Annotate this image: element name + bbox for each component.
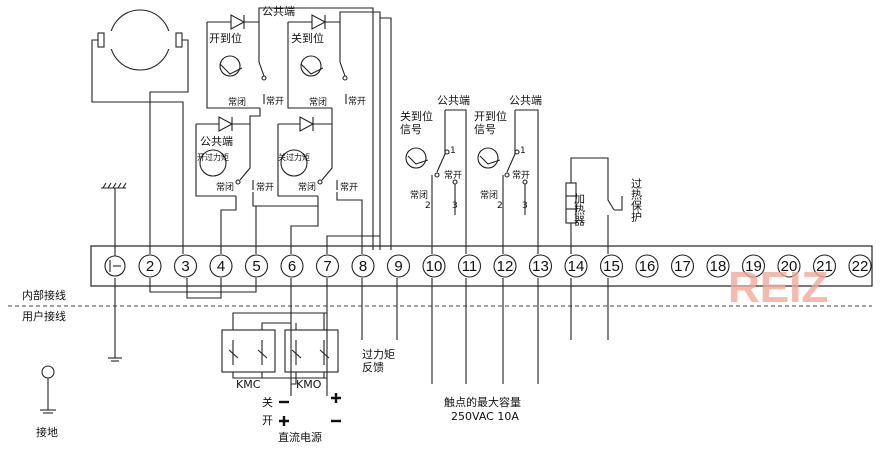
terminal-6 xyxy=(280,254,304,278)
terminal-5 xyxy=(244,254,269,278)
svg-text:常开: 常开 xyxy=(348,95,366,107)
svg-text:常开: 常开 xyxy=(266,95,284,107)
open-over-torque-switch: 公共端 开过力矩 常闭 常开 xyxy=(195,116,274,197)
terminal-number: 3 xyxy=(181,258,189,275)
terminal-number: 14 xyxy=(568,258,585,275)
terminal-18 xyxy=(706,254,730,278)
terminal-15 xyxy=(599,254,624,278)
svg-text:常开: 常开 xyxy=(340,181,358,193)
terminal-number: 2 xyxy=(146,258,154,275)
overheat-label: 过热保护 xyxy=(630,178,643,223)
terminal-strip xyxy=(90,245,873,287)
contact-capacity-label: 触点的最大容量 xyxy=(444,395,521,409)
svg-text:常闭: 常闭 xyxy=(309,96,327,108)
contact-rating-label: 250VAC 10A xyxy=(451,410,519,423)
svg-text:开过力矩: 开过力矩 xyxy=(197,152,229,162)
terminal-2 xyxy=(138,254,162,278)
terminal-4 xyxy=(209,254,233,278)
svg-text:常开: 常开 xyxy=(256,181,274,193)
svg-text:关过力矩: 关过力矩 xyxy=(278,152,310,162)
terminal-13 xyxy=(528,254,553,278)
kmo-contactor: KMO xyxy=(284,313,339,391)
svg-text:公共端: 公共端 xyxy=(437,94,470,107)
common-top-label: 公共端 xyxy=(262,5,295,18)
terminal-17 xyxy=(670,254,695,278)
svg-text:2: 2 xyxy=(425,201,431,211)
dc-supply-label: 直流电源 xyxy=(278,430,322,444)
svg-text:接地: 接地 xyxy=(36,426,58,439)
svg-text:KMO: KMO xyxy=(296,378,322,391)
close-limit-switch: 关到位 常闭 常开 xyxy=(287,14,366,109)
terminal-number: 20 xyxy=(781,258,798,275)
terminal-22 xyxy=(848,254,872,278)
svg-text:KMC: KMC xyxy=(236,378,261,391)
svg-text:常闭: 常闭 xyxy=(228,96,246,108)
terminal-12 xyxy=(493,254,517,278)
user-wiring-label: 用户接线 xyxy=(22,309,66,323)
open-limit-switch: 开到位 常闭 常开 xyxy=(206,14,284,109)
svg-text:常闭: 常闭 xyxy=(216,181,234,193)
on-label: 开 xyxy=(262,414,273,427)
terminal-numbers: 2 3 4 5 6 7 8 9 10 11 12 13 14 15 16 17 18 19 20 21 22 xyxy=(138,254,872,278)
svg-text:1: 1 xyxy=(450,146,456,156)
svg-text:加热器: 加热器 xyxy=(573,193,586,227)
terminal-number: 19 xyxy=(745,258,762,275)
dc-motor xyxy=(97,9,183,71)
svg-text:1: 1 xyxy=(520,146,526,156)
terminal-number: 22 xyxy=(852,258,869,275)
svg-text:常闭: 常闭 xyxy=(410,189,428,201)
svg-text:关到位信号: 关到位信号 xyxy=(400,109,433,136)
terminal-11 xyxy=(457,254,482,278)
terminal-number: 12 xyxy=(497,258,514,275)
terminal-3 xyxy=(173,254,198,278)
off-label: 关 xyxy=(262,395,273,409)
terminal-number: 16 xyxy=(639,258,656,275)
ground-symbol: 接地 xyxy=(36,365,58,439)
terminal-number: 11 xyxy=(462,258,478,275)
terminal-number: 8 xyxy=(359,258,367,275)
over-torque-feedback-label: 过力矩反馈 xyxy=(362,348,395,374)
ground-hatch xyxy=(101,182,127,256)
terminal-number: 6 xyxy=(288,258,296,275)
terminal-number: 21 xyxy=(816,258,833,275)
terminal-19 xyxy=(741,254,766,278)
svg-text:常开: 常开 xyxy=(444,169,462,181)
close-over-torque-switch: 关过力矩 常闭 常开 xyxy=(277,116,358,197)
terminal-10 xyxy=(422,254,446,278)
svg-text:常开: 常开 xyxy=(512,169,530,181)
svg-text:2: 2 xyxy=(497,201,503,211)
terminal-14 xyxy=(564,254,588,278)
terminal-number: 15 xyxy=(603,258,620,275)
svg-text:常闭: 常闭 xyxy=(480,189,498,201)
svg-text:公共端: 公共端 xyxy=(509,94,542,107)
terminal-number: 13 xyxy=(532,258,549,275)
terminal-number: 10 xyxy=(426,258,443,275)
terminal-number: 17 xyxy=(674,258,691,275)
ground-terminal xyxy=(104,255,126,277)
kmc-contactor: KMC xyxy=(221,312,327,391)
close-signal-switch: 关到位信号 公共端 1 常开 常闭 2 3 xyxy=(400,94,470,211)
open-limit-label: 开到位 xyxy=(209,31,242,45)
close-limit-label: 关到位 xyxy=(291,31,324,45)
heater: 加热器 xyxy=(565,182,586,227)
terminal-number: 7 xyxy=(323,258,331,275)
terminal-number: 18 xyxy=(710,258,727,275)
common-torque-label: 公共端 xyxy=(200,135,233,148)
terminal-number: 5 xyxy=(252,258,260,275)
svg-text:开到位信号: 开到位信号 xyxy=(474,109,507,136)
terminal-16 xyxy=(635,254,659,278)
terminal-number: 4 xyxy=(217,258,225,275)
terminal-9 xyxy=(386,254,411,278)
terminal-21 xyxy=(812,254,837,278)
terminal-number: 9 xyxy=(394,258,402,275)
brand-watermark: REIZ xyxy=(728,263,828,312)
internal-wiring-label: 内部接线 xyxy=(22,288,66,302)
svg-text:常闭: 常闭 xyxy=(298,181,316,193)
open-signal-switch: 开到位信号 公共端 1 常开 常闭 2 3 xyxy=(474,94,542,211)
terminal-8 xyxy=(351,254,375,278)
terminal-7 xyxy=(315,254,340,278)
terminal-20 xyxy=(777,254,801,278)
